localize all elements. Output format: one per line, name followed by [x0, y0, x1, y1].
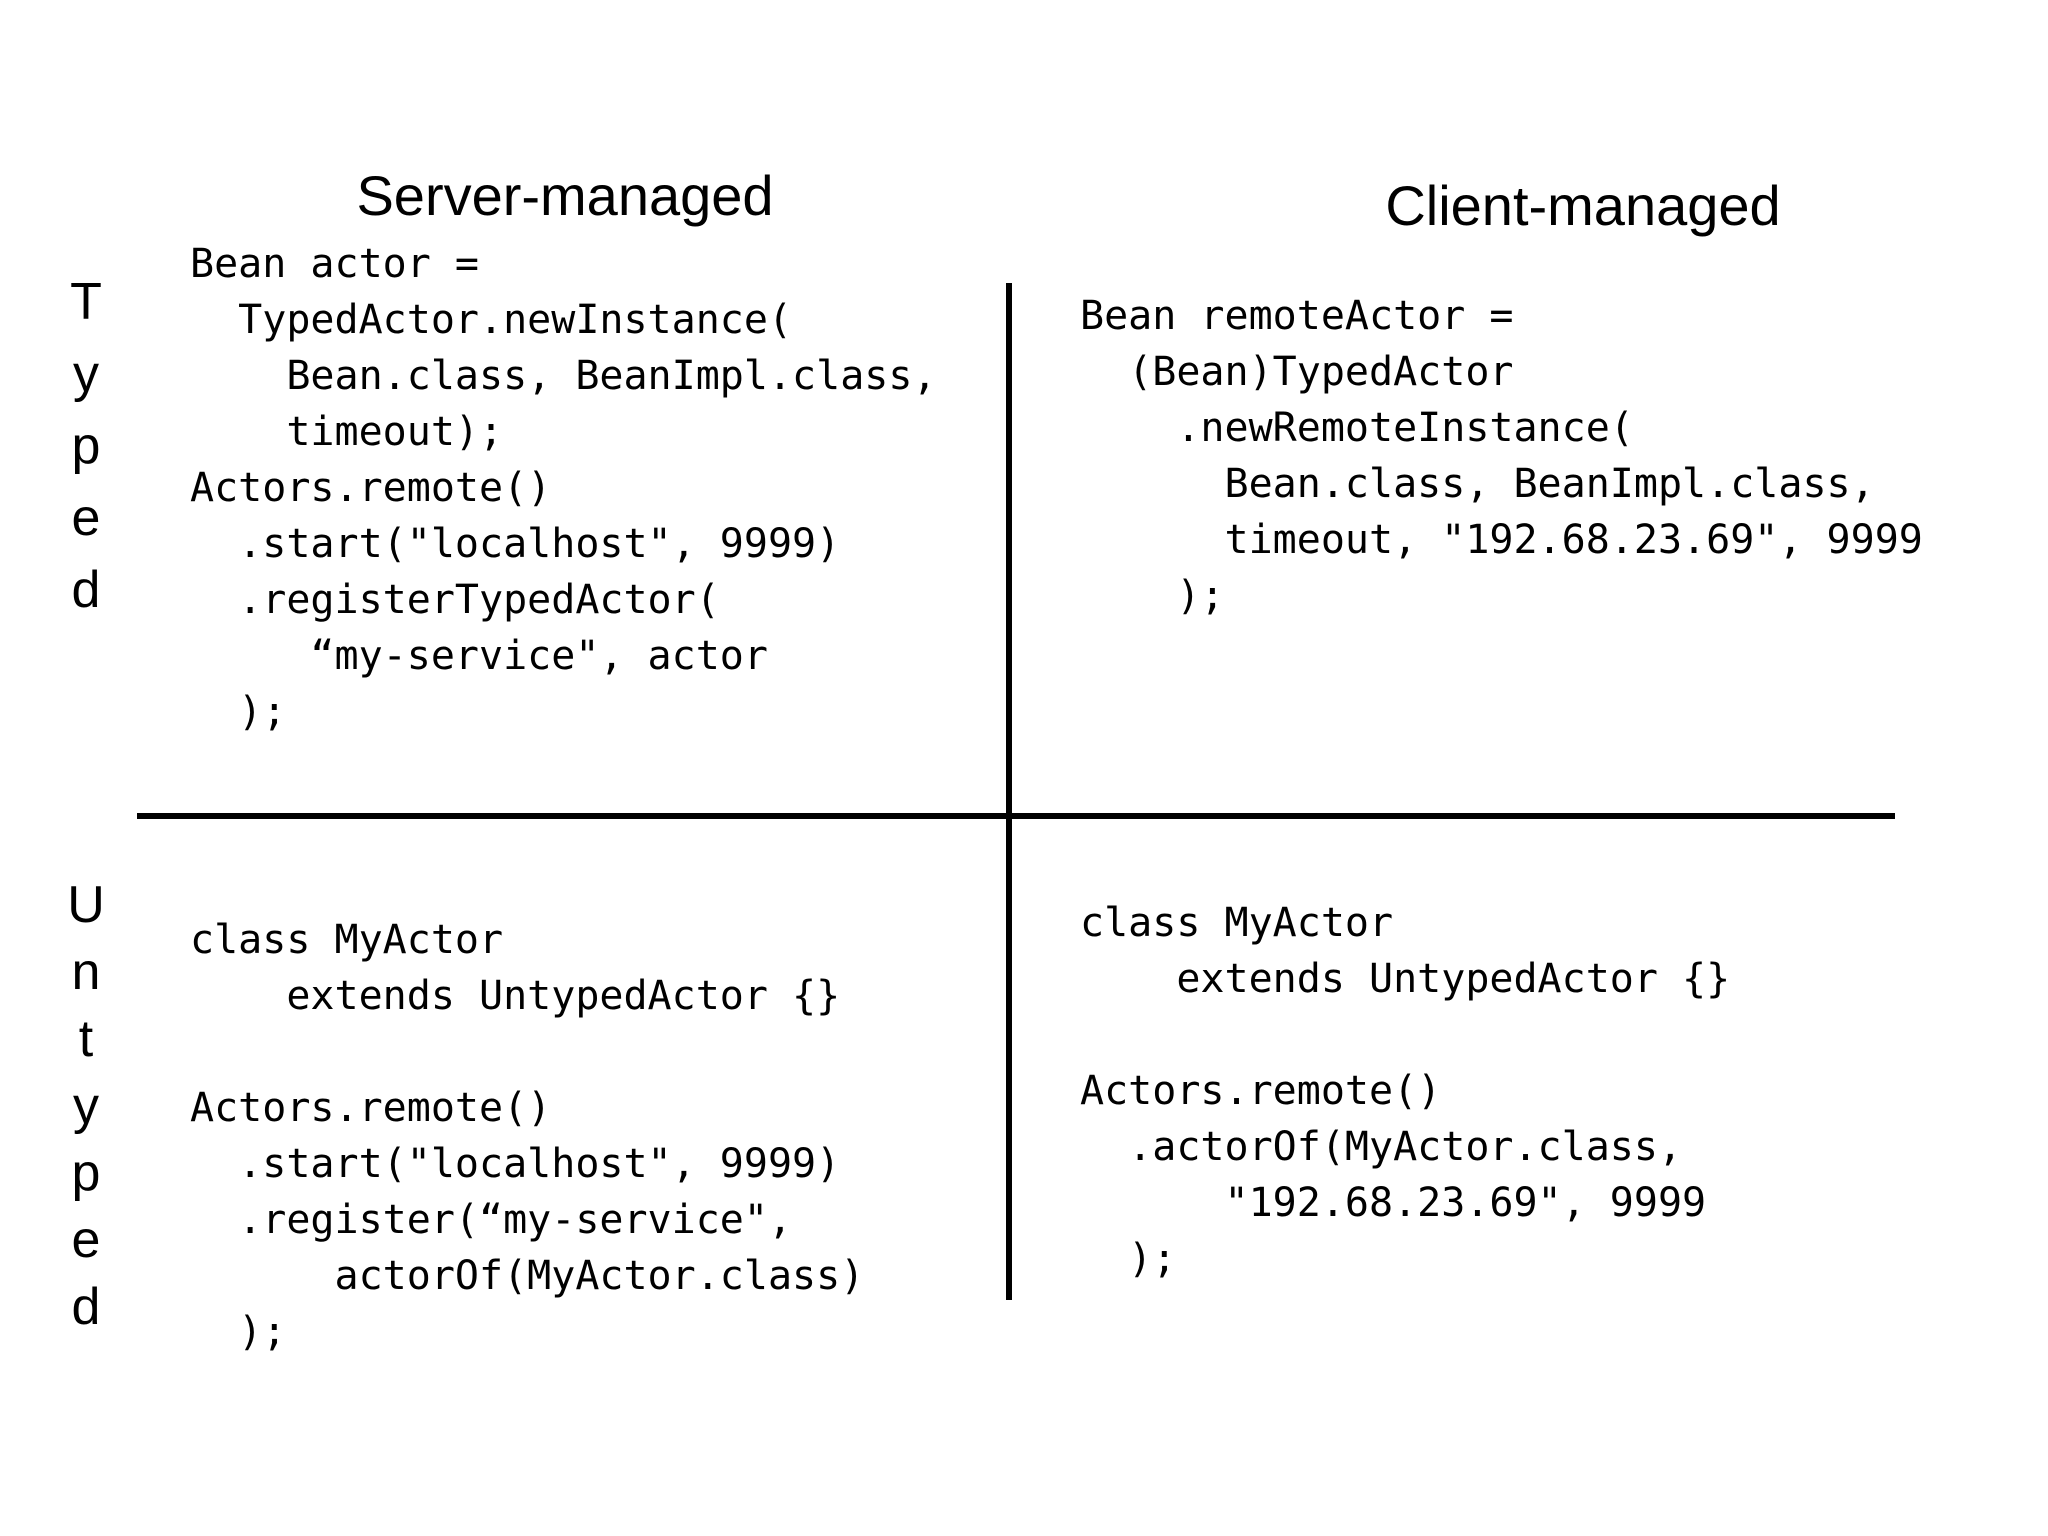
code-block-untyped-client-managed: class MyActor extends UntypedActor {} Ac…: [1080, 900, 1731, 1282]
vertical-divider-line: [1006, 283, 1012, 1300]
column-header-client-managed: Client-managed: [1385, 174, 1781, 237]
horizontal-divider-line: [137, 813, 1895, 819]
code-block-untyped-server-managed: class MyActor extends UntypedActor {} Ac…: [190, 917, 865, 1355]
code-block-typed-server-managed: Bean actor = TypedActor.newInstance( Bea…: [190, 241, 937, 735]
row-label-untyped: U n t y p e d: [67, 876, 105, 1336]
column-header-server-managed: Server-managed: [356, 164, 774, 227]
code-block-typed-client-managed: Bean remoteActor = (Bean)TypedActor .new…: [1080, 293, 1923, 619]
row-label-typed: T y p e d: [70, 273, 102, 619]
